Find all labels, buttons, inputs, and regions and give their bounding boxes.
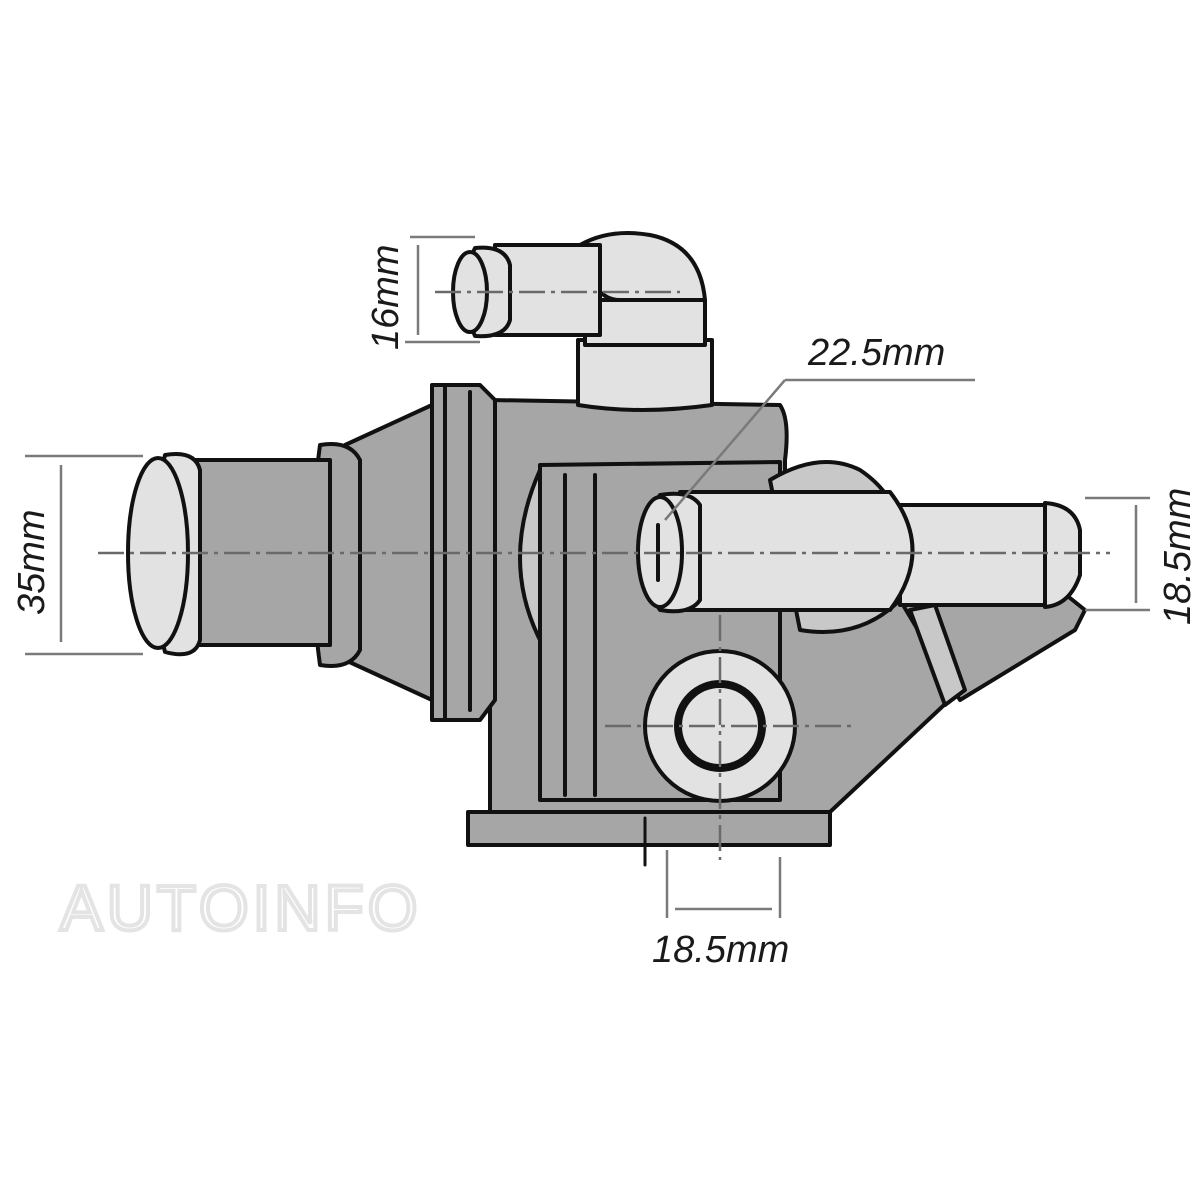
svg-text:35mm: 35mm (11, 509, 53, 615)
right-outlet-pipe (636, 490, 1082, 614)
center-lines (98, 290, 1110, 860)
svg-text:AUTOINFO: AUTOINFO (60, 872, 422, 944)
dimension-22-5mm: 22.5mm (664, 332, 975, 521)
top-elbow-outlet (451, 231, 714, 412)
autoinfo-watermark: AUTOINFO (58, 870, 422, 946)
svg-text:22.5mm: 22.5mm (807, 332, 945, 374)
svg-text:16mm: 16mm (365, 244, 407, 350)
bottom-port (643, 649, 797, 803)
svg-text:18.5mm: 18.5mm (652, 929, 789, 971)
dimension-16mm: 16mm (365, 235, 480, 350)
dimension-35mm: 35mm (11, 454, 143, 656)
dimension-18-5mm-right: 18.5mm (1085, 488, 1199, 625)
dimension-18-5mm-bottom: 18.5mm (643, 816, 789, 971)
svg-text:18.5mm: 18.5mm (1157, 488, 1199, 625)
